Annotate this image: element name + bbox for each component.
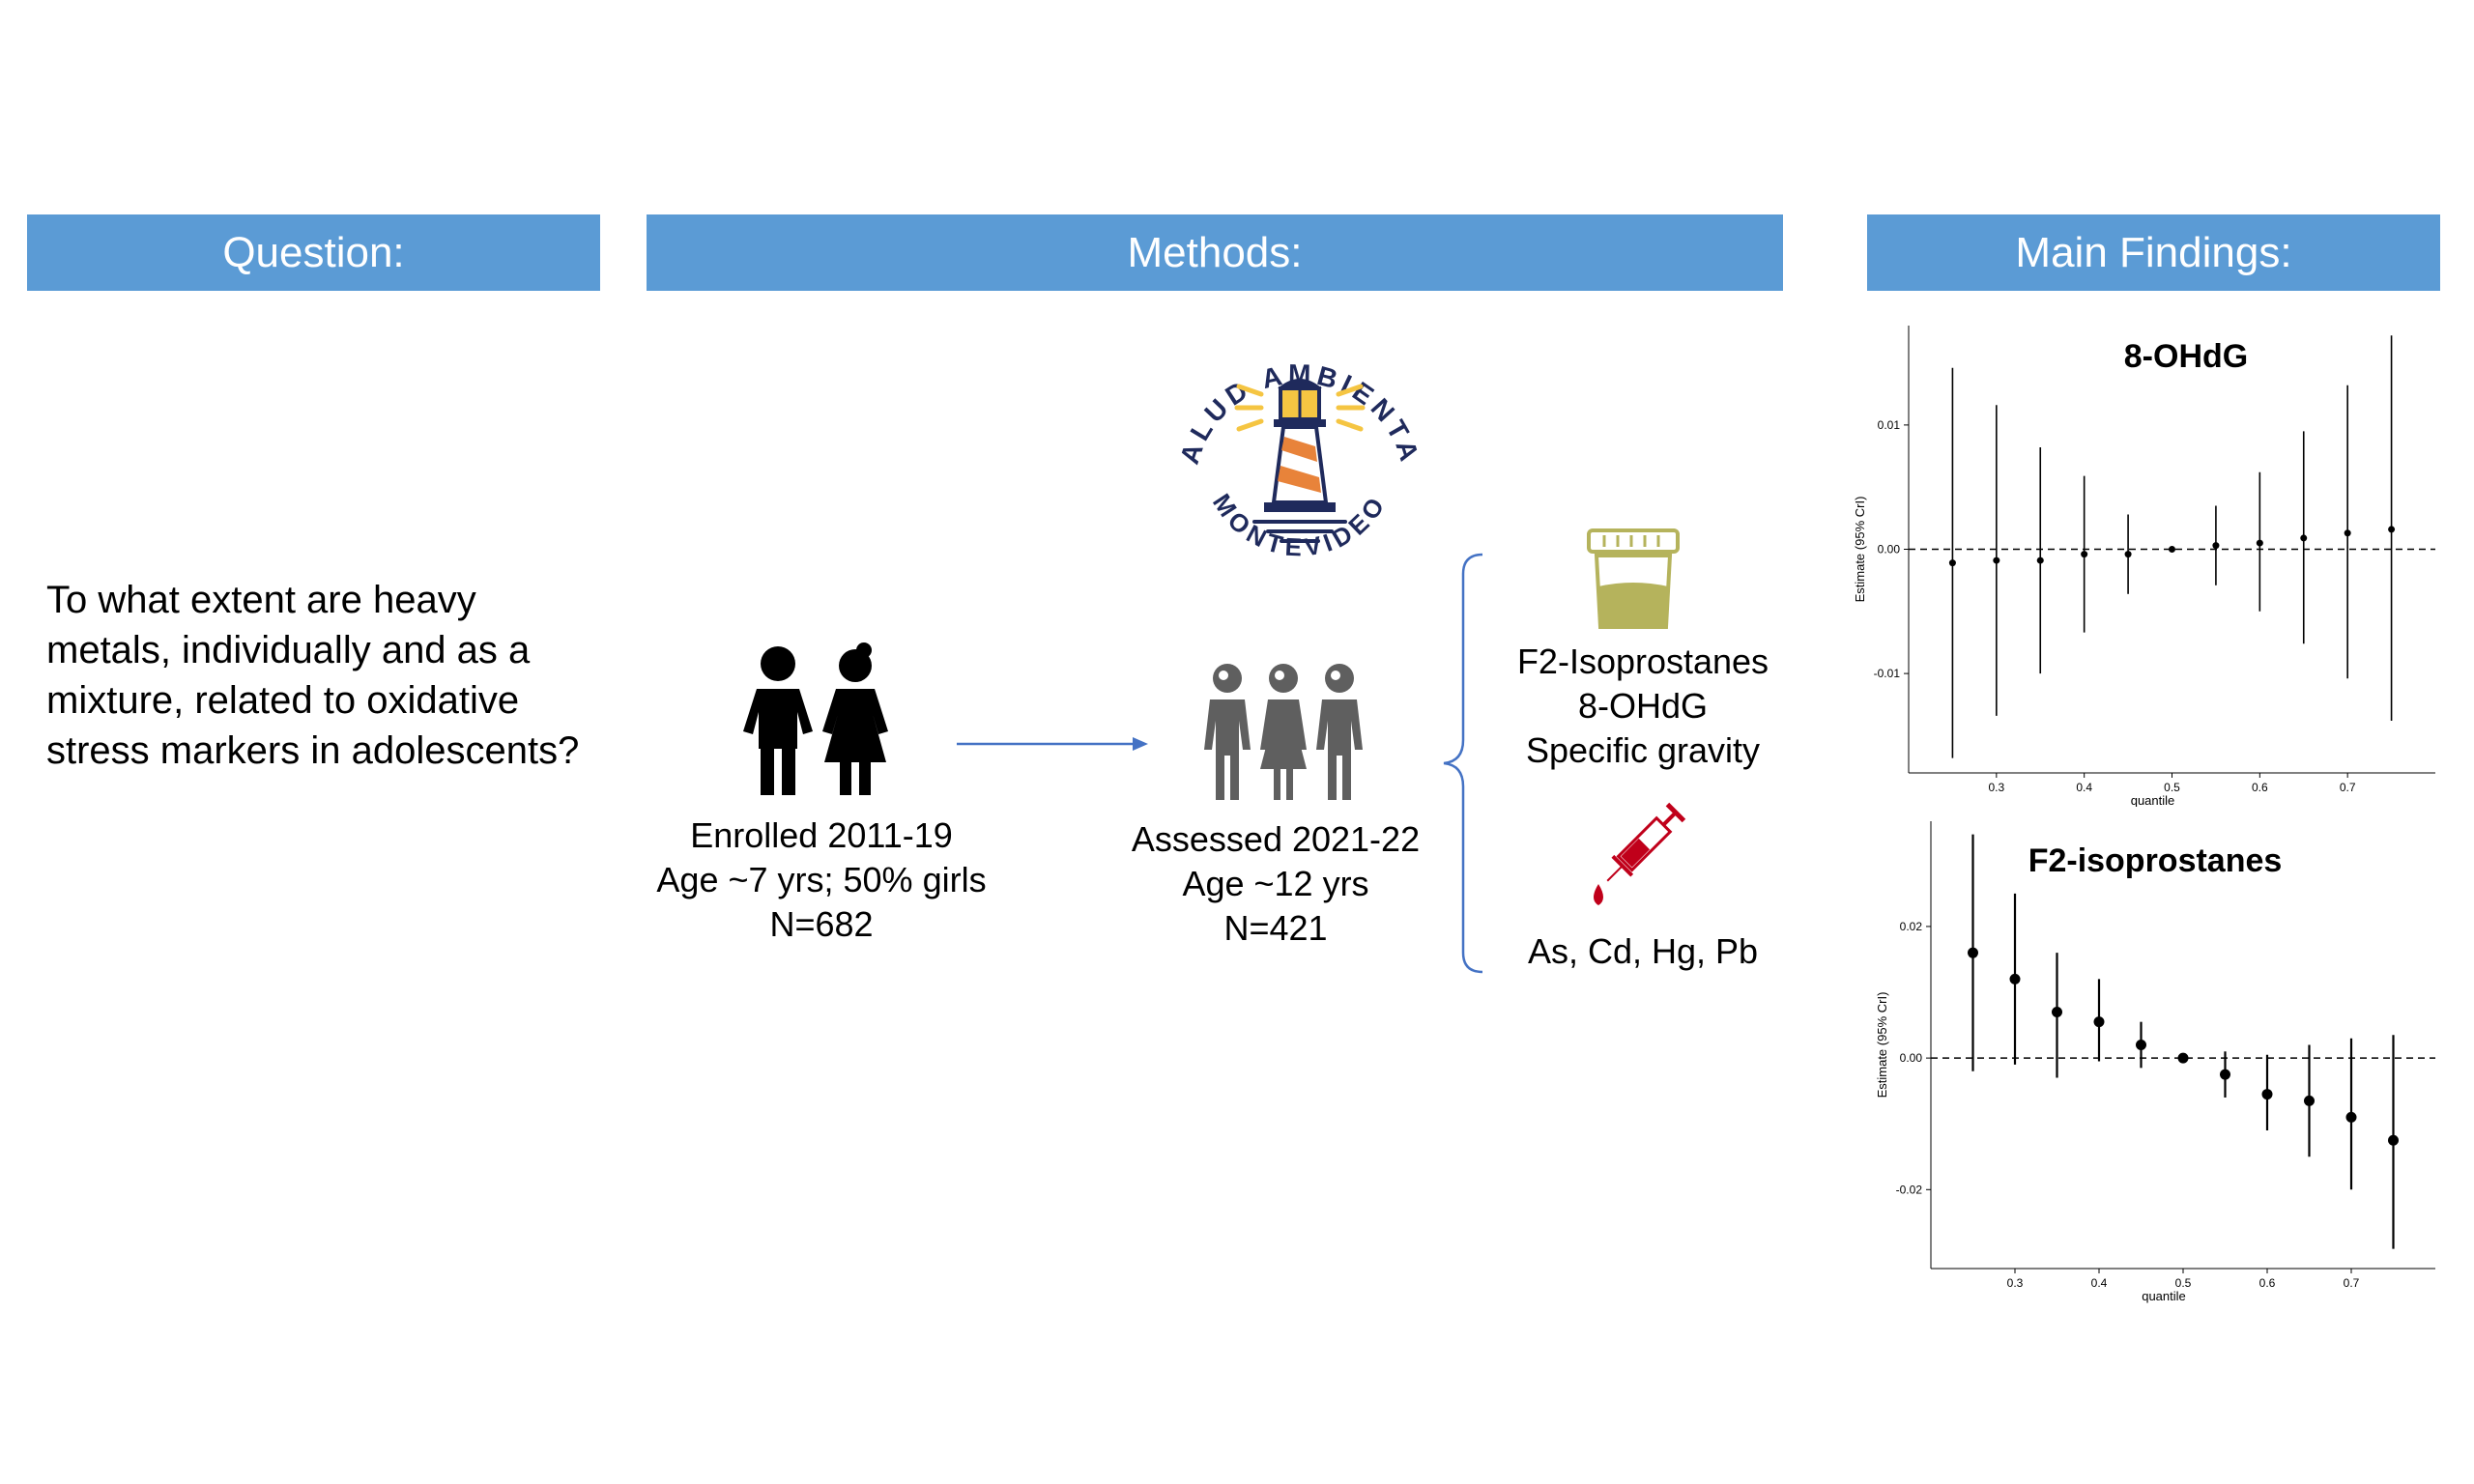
estimate-point bbox=[2136, 1040, 2146, 1050]
metals-list: As, Cd, Hg, Pb bbox=[1527, 931, 1759, 971]
y-tick-label: -0.01 bbox=[1874, 667, 1901, 680]
x-tick-label: 0.5 bbox=[2175, 1276, 2192, 1290]
estimate-point bbox=[2261, 1089, 2273, 1100]
estimate-point bbox=[2124, 551, 2132, 558]
adolescents-icon bbox=[1204, 664, 1363, 800]
y-tick-label: 0.01 bbox=[1878, 418, 1901, 432]
enrolled-years: Enrolled 2011-19 bbox=[690, 815, 953, 855]
x-tick-label: 0.7 bbox=[2340, 781, 2356, 794]
enrolled-age: Age ~7 yrs; 50% girls bbox=[656, 860, 987, 899]
estimate-point bbox=[2093, 1016, 2105, 1028]
children-icon bbox=[743, 642, 888, 795]
lighthouse-icon bbox=[1234, 379, 1366, 543]
assessed-age: Age ~12 yrs bbox=[1182, 864, 1369, 903]
chart-f2-isoprostanes: 0.02 0.00 -0.02 0.3 0.4 0.5 0.6 0.7 quantile Esti… bbox=[1875, 821, 2435, 1303]
y-tick-label: -0.02 bbox=[1896, 1183, 1923, 1196]
estimate-point bbox=[2169, 546, 2175, 553]
question-header: Question: bbox=[27, 214, 600, 291]
arrow-right-icon bbox=[957, 737, 1148, 751]
left-brace-icon bbox=[1443, 553, 1483, 974]
x-tick-label: 0.6 bbox=[2252, 781, 2268, 794]
biomarker-f2: F2-Isoprostanes bbox=[1516, 642, 1769, 681]
x-tick-label: 0.6 bbox=[2259, 1276, 2276, 1290]
estimate-point bbox=[2081, 551, 2088, 558]
urine-cup-icon bbox=[1587, 528, 1680, 629]
estimate-point bbox=[2300, 534, 2308, 542]
y-tick-label: 0.02 bbox=[1900, 920, 1923, 933]
x-tick-label: 0.7 bbox=[2344, 1276, 2360, 1290]
biomarker-8ohdg: 8-OHdG bbox=[1577, 686, 1709, 726]
chart-8ohdg: 0.01 0.00 -0.01 0.3 0.4 0.5 0.6 0.7 quantile Esti… bbox=[1853, 326, 2435, 807]
chart-title: F2-isoprostanes bbox=[2028, 842, 2283, 879]
estimate-point bbox=[1993, 556, 2000, 564]
x-axis-label: quantile bbox=[2142, 1289, 2186, 1303]
estimate-point bbox=[2388, 1134, 2399, 1146]
x-tick-label: 0.3 bbox=[2007, 1276, 2024, 1290]
metals-caption: As, Cd, Hg, Pb bbox=[1488, 929, 1798, 974]
biomarker-sg: Specific gravity bbox=[1525, 730, 1761, 770]
x-tick-label: 0.4 bbox=[2076, 781, 2092, 794]
y-tick-label: 0.00 bbox=[1900, 1051, 1923, 1065]
x-tick-label: 0.3 bbox=[1988, 781, 2004, 794]
estimate-point bbox=[2009, 973, 2021, 985]
estimate-point bbox=[2344, 529, 2351, 537]
x-axis-label: quantile bbox=[2131, 793, 2175, 807]
estimate-point bbox=[2052, 1006, 2062, 1017]
assessed-n: N=421 bbox=[1223, 908, 1328, 948]
assessed-years: Assessed 2021-22 bbox=[1131, 819, 1421, 859]
enrolled-n: N=682 bbox=[769, 904, 874, 944]
estimate-point bbox=[2036, 556, 2044, 564]
estimate-point bbox=[2345, 1111, 2357, 1123]
estimate-point bbox=[1948, 559, 1956, 567]
methods-header: Methods: bbox=[647, 214, 1783, 291]
research-question: To what extent are heavy metals, individ… bbox=[46, 579, 580, 772]
estimate-point bbox=[2388, 526, 2396, 533]
y-axis-label: Estimate (95% CrI) bbox=[1853, 497, 1867, 603]
y-tick-label: 0.00 bbox=[1878, 543, 1901, 556]
findings-header: Main Findings: bbox=[1867, 214, 2440, 291]
estimate-point bbox=[1968, 947, 1978, 958]
syringe-icon bbox=[1594, 802, 1686, 905]
estimate-point bbox=[2220, 1069, 2230, 1080]
x-tick-label: 0.5 bbox=[2164, 781, 2180, 794]
enrolled-caption: Enrolled 2011-19 Age ~7 yrs; 50% girls N… bbox=[618, 813, 1024, 947]
chart-title: 8-OHdG bbox=[2124, 338, 2248, 375]
assessed-caption: Assessed 2021-22 Age ~12 yrs N=421 bbox=[1073, 817, 1479, 951]
estimate-point bbox=[2256, 539, 2263, 547]
estimate-point bbox=[2212, 542, 2220, 550]
x-tick-label: 0.4 bbox=[2091, 1276, 2108, 1290]
estimate-point bbox=[2177, 1052, 2189, 1064]
biomarkers-caption: F2-Isoprostanes 8-OHdG Specific gravity bbox=[1488, 640, 1798, 773]
salud-ambiental-logo: SALUD AMBIENTAL MONTEVIDEO bbox=[1150, 319, 1421, 562]
estimate-point bbox=[2304, 1095, 2315, 1106]
y-axis-label: Estimate (95% CrI) bbox=[1875, 992, 1889, 1099]
